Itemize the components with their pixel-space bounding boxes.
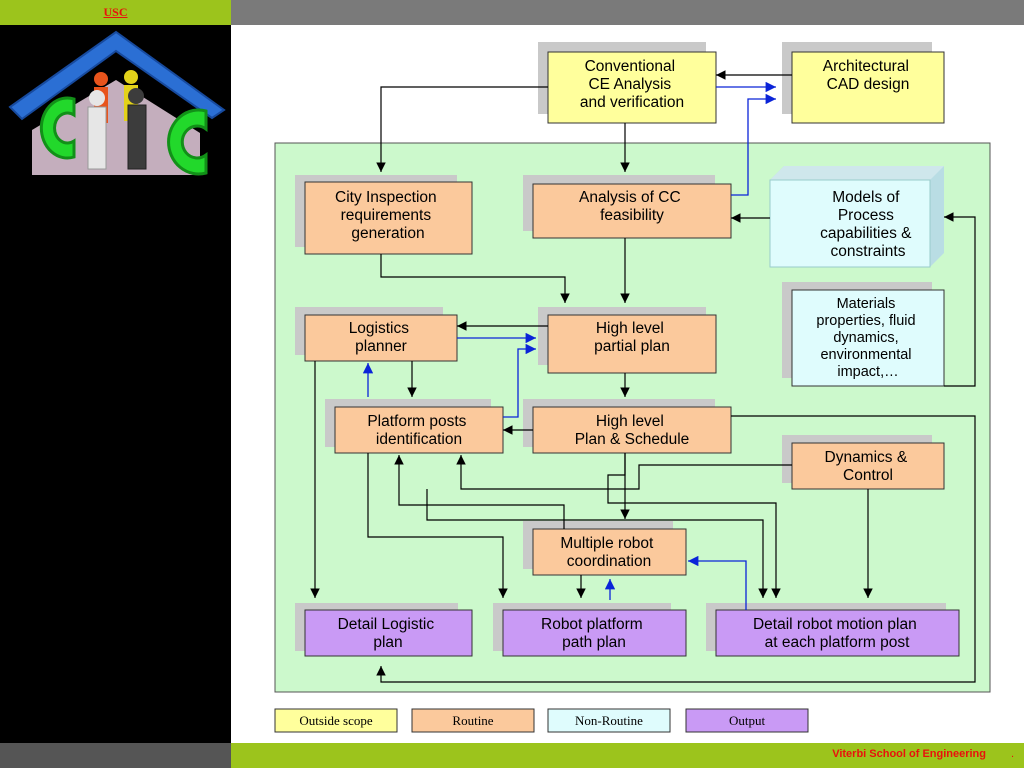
label-city-inspection: City Inspection requirements generation (335, 189, 441, 242)
node-cc-feasibility (532, 183, 732, 239)
legend-output: Output (729, 713, 766, 728)
label-materials: Materials properties, fluid dynamics, en… (816, 296, 919, 380)
label-process-models: Models of Process capabilities & constra… (820, 189, 916, 260)
label-cad-design: Architectural CAD design (823, 58, 913, 93)
cc-house-logo (8, 30, 226, 176)
legend-routine: Routine (452, 713, 493, 728)
process-diagram: Conventional CE Analysis and verificatio… (274, 42, 991, 733)
legend: Outside scope Routine Non-Routine Output (274, 708, 809, 733)
label-dynamics-control: Dynamics & Control (825, 449, 912, 484)
node-robot-coordination (532, 528, 687, 576)
legend-non-routine: Non-Routine (575, 713, 643, 728)
node-city-inspection (304, 181, 473, 255)
label-platform-posts: Platform posts identification (367, 413, 470, 448)
legend-non-routine-swatch (547, 708, 671, 733)
node-materials (791, 289, 945, 387)
label-robot-coordination: Multiple robot coordination (560, 535, 657, 570)
blue-arrows (362, 81, 776, 610)
label-partial-plan: High level partial plan (594, 320, 670, 355)
node-plan-schedule (532, 406, 732, 454)
label-detail-logistic: Detail Logistic plan (338, 616, 439, 651)
node-robot-path (502, 609, 687, 657)
node-dynamics-control (791, 442, 945, 490)
node-ce-analysis (547, 51, 717, 124)
label-robot-path: Robot platform path plan (541, 616, 647, 651)
label-robot-motion: Detail robot motion plan at each platfor… (753, 616, 921, 651)
node-robot-motion (715, 609, 960, 657)
label-plan-schedule: High level Plan & Schedule (575, 413, 690, 448)
black-arrows (310, 70, 976, 683)
label-ce-analysis: Conventional CE Analysis and verificatio… (580, 58, 684, 111)
node-process-models (769, 166, 944, 268)
legend-outside-scope-swatch (274, 708, 398, 733)
node-detail-logistic (304, 609, 473, 657)
legend-outside-scope: Outside scope (299, 713, 373, 728)
label-logistics-planner: Logistics planner (349, 320, 414, 355)
bottom-right-bar (231, 743, 1024, 768)
node-partial-plan (547, 314, 717, 374)
footer-dot: . (1010, 748, 1014, 760)
legend-routine-swatch (411, 708, 535, 733)
legend-output-swatch (685, 708, 809, 733)
top-bar (231, 0, 1024, 25)
footer-school-name: Viterbi School of Engineering (832, 748, 986, 760)
bottom-left-bar (0, 743, 231, 768)
sidebar-top-bar (0, 0, 231, 25)
usc-link[interactable]: USC (103, 5, 128, 19)
label-cc-feasibility: Analysis of CC feasibility (579, 189, 685, 224)
node-logistics-planner (304, 314, 458, 362)
node-cad-design (791, 51, 945, 124)
